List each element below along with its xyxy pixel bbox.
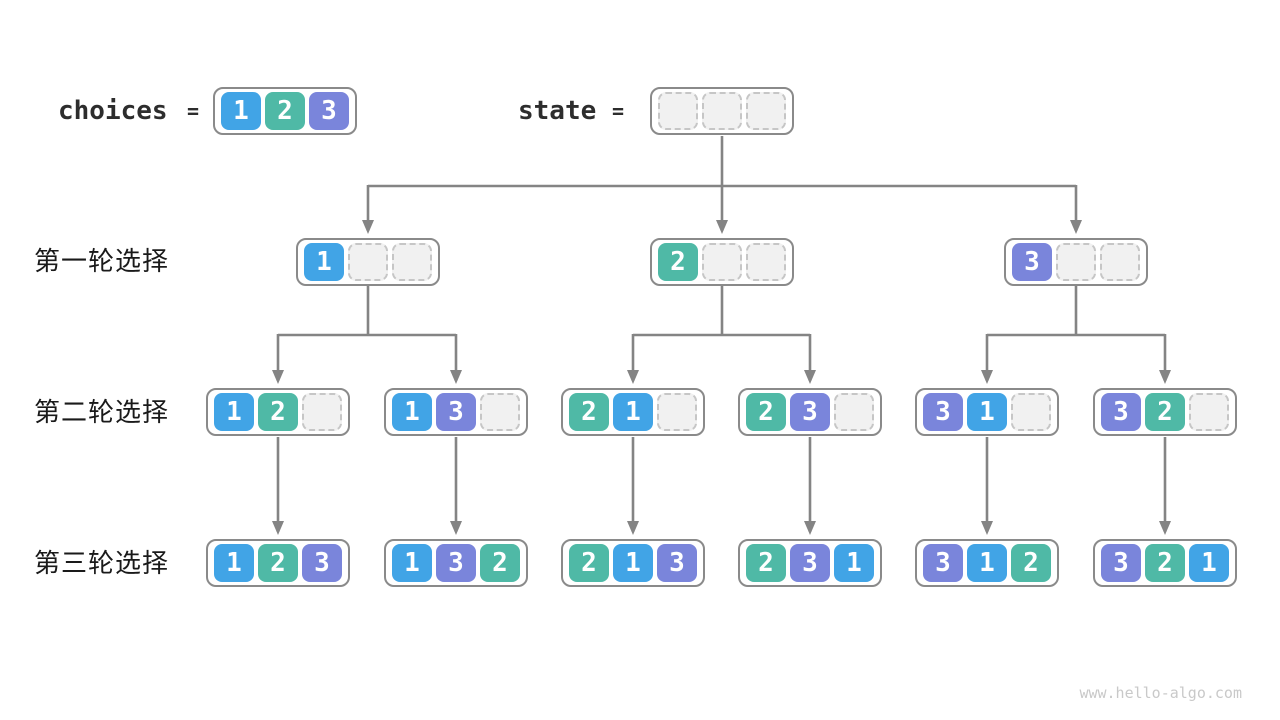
tree-node-round2-1: 1 2 (206, 388, 350, 436)
state-cell (302, 393, 342, 431)
state-cell (1100, 243, 1140, 281)
state-cell (746, 92, 786, 130)
row-label-round-2: 第二轮选择 (34, 398, 170, 428)
state-cell: 3 (923, 393, 963, 431)
state-cell: 3 (923, 544, 963, 582)
state-cell: 3 (302, 544, 342, 582)
tree-node-round2-6: 3 2 (1093, 388, 1237, 436)
state-cell: 1 (613, 544, 653, 582)
state-cell: 1 (214, 544, 254, 582)
state-cell: 3 (1101, 393, 1141, 431)
state-cell: 3 (1012, 243, 1052, 281)
tree-node-round2-4: 2 3 (738, 388, 882, 436)
tree-node-round3-5: 3 1 2 (915, 539, 1059, 587)
state-cell: 2 (480, 544, 520, 582)
state-cell (702, 92, 742, 130)
state-cell (834, 393, 874, 431)
state-cell (658, 92, 698, 130)
state-cell: 2 (569, 393, 609, 431)
tree-node-round2-3: 2 1 (561, 388, 705, 436)
state-cell: 1 (613, 393, 653, 431)
state-cell: 1 (214, 393, 254, 431)
tree-node-round3-1: 1 2 3 (206, 539, 350, 587)
state-cell (1189, 393, 1229, 431)
choice-cell: 2 (265, 92, 305, 130)
state-cell: 1 (1189, 544, 1229, 582)
state-cell (657, 393, 697, 431)
tree-node-round3-3: 2 1 3 (561, 539, 705, 587)
state-cell: 1 (967, 544, 1007, 582)
row-label-round-1: 第一轮选择 (34, 247, 170, 277)
state-cell: 3 (790, 393, 830, 431)
tree-node-round1-1: 1 (296, 238, 440, 286)
tree-node-round1-3: 3 (1004, 238, 1148, 286)
tree-node-round2-5: 3 1 (915, 388, 1059, 436)
equals-sign: = (612, 99, 625, 123)
state-label: state (518, 96, 597, 126)
state-cell: 2 (569, 544, 609, 582)
row-label-round-3: 第三轮选择 (34, 549, 170, 579)
state-cell: 3 (436, 393, 476, 431)
choices-label: choices (58, 96, 168, 126)
watermark: www.hello-algo.com (1079, 684, 1242, 702)
state-array-node (650, 87, 794, 135)
state-cell: 3 (790, 544, 830, 582)
equals-sign: = (187, 99, 200, 123)
state-cell: 2 (746, 544, 786, 582)
state-cell: 1 (304, 243, 344, 281)
state-cell (348, 243, 388, 281)
choice-cell: 1 (221, 92, 261, 130)
state-cell (480, 393, 520, 431)
tree-node-round3-2: 1 3 2 (384, 539, 528, 587)
state-cell (1011, 393, 1051, 431)
state-cell: 1 (967, 393, 1007, 431)
tree-node-round3-4: 2 3 1 (738, 539, 882, 587)
choice-cell: 3 (309, 92, 349, 130)
state-cell (1056, 243, 1096, 281)
state-cell (702, 243, 742, 281)
state-cell: 2 (746, 393, 786, 431)
state-cell (746, 243, 786, 281)
state-cell: 2 (1011, 544, 1051, 582)
state-cell: 2 (258, 393, 298, 431)
tree-node-round3-6: 3 2 1 (1093, 539, 1237, 587)
state-cell: 2 (1145, 393, 1185, 431)
state-cell: 1 (392, 393, 432, 431)
state-cell: 2 (658, 243, 698, 281)
state-cell: 3 (436, 544, 476, 582)
state-cell: 1 (834, 544, 874, 582)
tree-node-round1-2: 2 (650, 238, 794, 286)
state-cell: 3 (1101, 544, 1141, 582)
state-cell: 2 (1145, 544, 1185, 582)
state-cell: 1 (392, 544, 432, 582)
state-cell: 3 (657, 544, 697, 582)
tree-node-round2-2: 1 3 (384, 388, 528, 436)
choices-array-node: 1 2 3 (213, 87, 357, 135)
state-cell: 2 (258, 544, 298, 582)
state-cell (392, 243, 432, 281)
